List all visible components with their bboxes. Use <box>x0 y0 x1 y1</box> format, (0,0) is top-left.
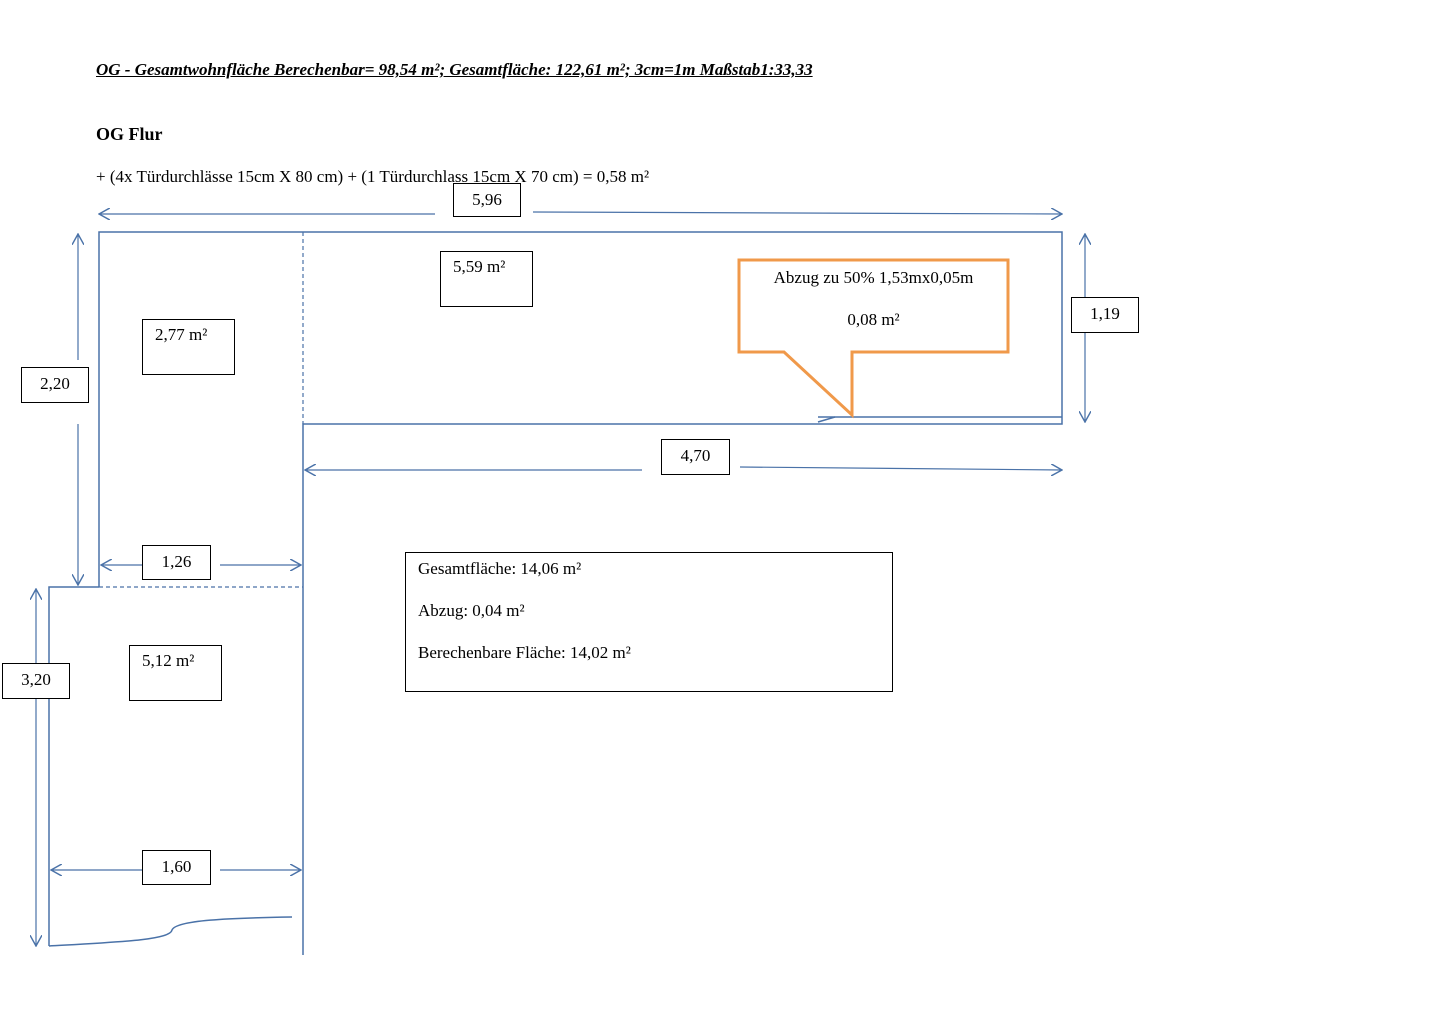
area-summary-box: Gesamtfläche: 14,06 m² Abzug: 0,04 m² Be… <box>405 552 893 692</box>
dim-label-corridor-length: 4,70 <box>661 439 730 475</box>
area-label-corridor: 5,59 m² <box>440 251 533 307</box>
callout-line-1: Abzug zu 50% 1,53mx0,05m <box>773 268 974 287</box>
summary-deduction: Abzug: 0,04 m² <box>418 601 525 620</box>
dim-label-upper-left-width: 1,26 <box>142 545 211 580</box>
dim-arrow-top-right <box>532 212 1062 214</box>
deduction-callout-shape <box>737 258 1010 419</box>
plan-outline-lower <box>48 586 99 946</box>
area-label-lower-left: 5,12 m² <box>129 645 222 701</box>
dim-arrow-corridor-right <box>739 467 1062 470</box>
dim-label-upper-left-height: 2,20 <box>21 367 89 403</box>
plan-outline-upper <box>98 231 1063 955</box>
dim-label-right-height: 1,19 <box>1071 297 1139 333</box>
summary-calculable: Berechenbare Fläche: 14,02 m² <box>418 643 631 662</box>
door-deduction-note: + (4x Türdurchlässe 15cm X 80 cm) + (1 T… <box>96 167 650 186</box>
area-label-upper-left: 2,77 m² <box>142 319 235 375</box>
dim-label-top-width: 5,96 <box>453 183 521 217</box>
dim-label-lower-left-width: 1,60 <box>142 850 211 885</box>
summary-total: Gesamtfläche: 14,06 m² <box>418 559 582 578</box>
dim-label-lower-left-height: 3,20 <box>2 663 70 699</box>
page-heading: OG - Gesamtwohnfläche Berechenbar= 98,54… <box>96 60 813 79</box>
callout-line-2: 0,08 m² <box>847 310 900 329</box>
room-title: OG Flur <box>96 124 163 144</box>
plan-curved-edge <box>48 916 293 947</box>
